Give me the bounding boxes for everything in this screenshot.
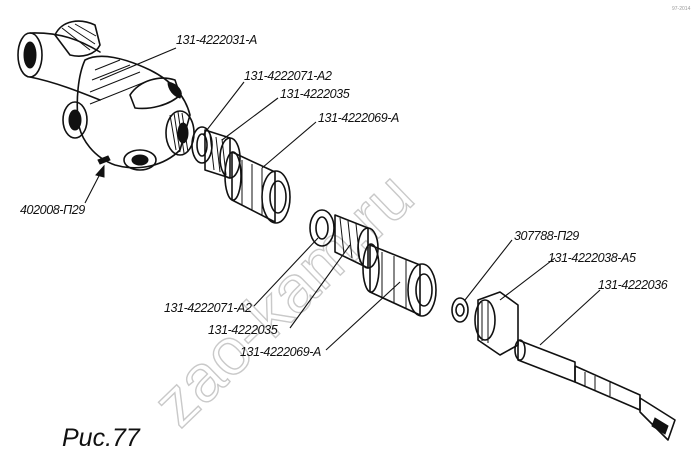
label-ring-lower: 131-4222071-A2 <box>164 301 252 315</box>
label-cage-upper: 131-4222069-A <box>318 111 399 125</box>
cage-lower-part <box>362 243 437 317</box>
label-cage-lower: 131-4222069-A <box>240 345 321 359</box>
label-stem: 131-4222036 <box>598 278 668 292</box>
cage-upper-part <box>224 151 291 224</box>
washer-part <box>451 297 469 323</box>
bushing-upper-part <box>204 129 241 179</box>
corner-mark: 97-2014 <box>672 6 691 12</box>
label-pin: 402008-П29 <box>20 203 85 217</box>
pin-part <box>97 155 111 165</box>
ring-upper-part <box>191 126 213 164</box>
label-bushing-upper: 131-4222035 <box>280 87 350 101</box>
ring-lower-part <box>309 209 335 247</box>
stem-part <box>514 339 676 441</box>
bushing-lower-part <box>334 214 379 269</box>
leader-lines <box>84 47 601 351</box>
label-washer: 307788-П29 <box>514 229 579 243</box>
label-valve-body: 131-4222031-A <box>176 33 257 47</box>
label-ring-upper: 131-4222071-A2 <box>244 69 332 83</box>
valve-body-part <box>17 20 195 171</box>
figure-caption: Рис.77 <box>62 424 141 452</box>
part-labels: 131-4222031-A 131-4222071-A2 131-4222035… <box>20 33 668 359</box>
label-bushing-lower: 131-4222035 <box>208 323 278 337</box>
label-nut: 131-4222038-A5 <box>548 251 636 265</box>
nut-part <box>474 291 519 356</box>
